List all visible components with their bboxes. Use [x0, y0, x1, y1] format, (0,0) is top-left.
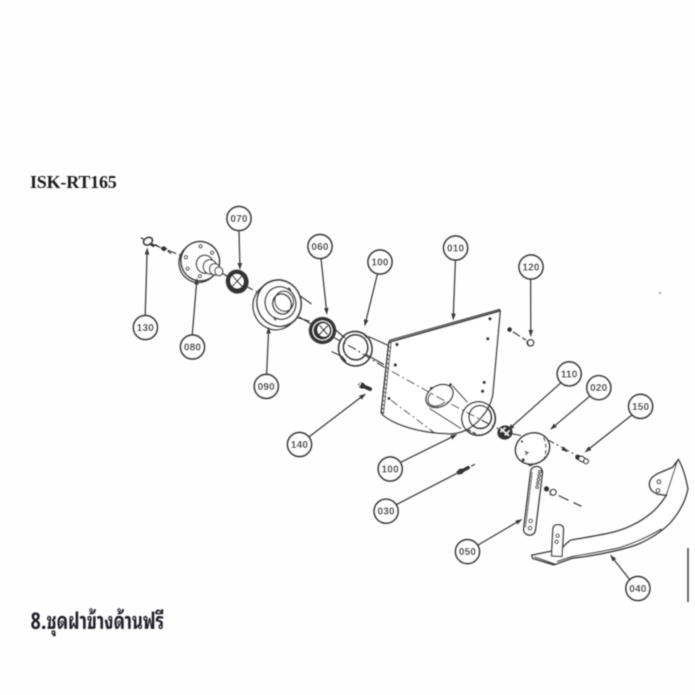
svg-text:010: 010 [447, 243, 465, 254]
svg-text:130: 130 [137, 323, 155, 334]
svg-text:080: 080 [184, 342, 202, 353]
svg-text:100: 100 [382, 464, 400, 475]
svg-text:150: 150 [632, 402, 650, 413]
svg-text:120: 120 [522, 262, 540, 273]
svg-text:040: 040 [629, 584, 647, 595]
svg-text:110: 110 [561, 369, 578, 380]
svg-text:070: 070 [230, 214, 248, 225]
svg-text:020: 020 [590, 383, 608, 394]
svg-text:140: 140 [291, 440, 309, 451]
svg-text:030: 030 [377, 507, 395, 518]
svg-text:050: 050 [459, 547, 477, 558]
svg-text:ISK-RT165: ISK-RT165 [30, 172, 117, 192]
svg-text:100: 100 [371, 257, 389, 268]
svg-text:060: 060 [311, 242, 329, 253]
svg-text:090: 090 [258, 382, 276, 393]
